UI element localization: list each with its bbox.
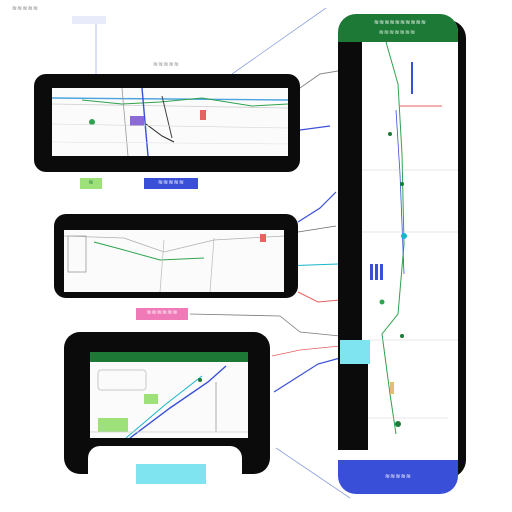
screen-top	[52, 88, 288, 156]
column-panel: ≋≋≋≋≋≋≋≋≋≋ ≋≋≋≋≋≋≋ ≋≋≋≋≋	[338, 14, 458, 494]
screen-bottom-header-bar	[90, 352, 248, 362]
column-footer-label: ≋≋≋≋≋	[384, 473, 412, 480]
connector-line	[189, 313, 341, 337]
screen-middle	[64, 230, 284, 292]
column-footer: ≋≋≋≋≋	[338, 460, 458, 494]
badge-pink: ≋≋≋≋≋≋	[136, 308, 188, 320]
connector-line	[273, 357, 341, 393]
connector-line	[297, 191, 337, 223]
column-header-title: ≋≋≋≋≋≋≋≋≋≋	[373, 19, 427, 26]
column-route-map	[362, 41, 458, 435]
badge-blue: ≋≋≋≋≋	[144, 178, 198, 189]
connector-line	[297, 225, 337, 233]
top-center-label: ≋≋≋≋≋	[152, 61, 180, 68]
badge-cyan	[136, 464, 206, 484]
screen-bottom-map	[90, 365, 248, 438]
column-left-rail-lower	[338, 350, 368, 450]
column-left-rail	[338, 42, 362, 352]
connector-line	[231, 7, 327, 75]
screen-top-map	[52, 88, 288, 156]
column-header-subtitle: ≋≋≋≋≋≋≋	[378, 29, 416, 36]
column-header: ≋≋≋≋≋≋≋≋≋≋ ≋≋≋≋≋≋≋	[338, 14, 458, 42]
frame-middle	[54, 214, 298, 298]
connector-line	[299, 69, 345, 89]
frame-bottom	[64, 332, 270, 474]
badge-green: ≋	[80, 178, 102, 189]
connector-line	[297, 291, 341, 303]
connector-line	[275, 447, 351, 499]
connector-line	[299, 125, 331, 131]
top-left-label: ≋≋≋≋≋	[11, 5, 39, 12]
column-cyan-block	[340, 340, 370, 364]
connector-line	[271, 345, 341, 357]
frame-top	[34, 74, 300, 172]
screen-bottom	[90, 352, 248, 438]
top-pill	[72, 16, 106, 24]
screen-middle-map	[64, 234, 284, 292]
